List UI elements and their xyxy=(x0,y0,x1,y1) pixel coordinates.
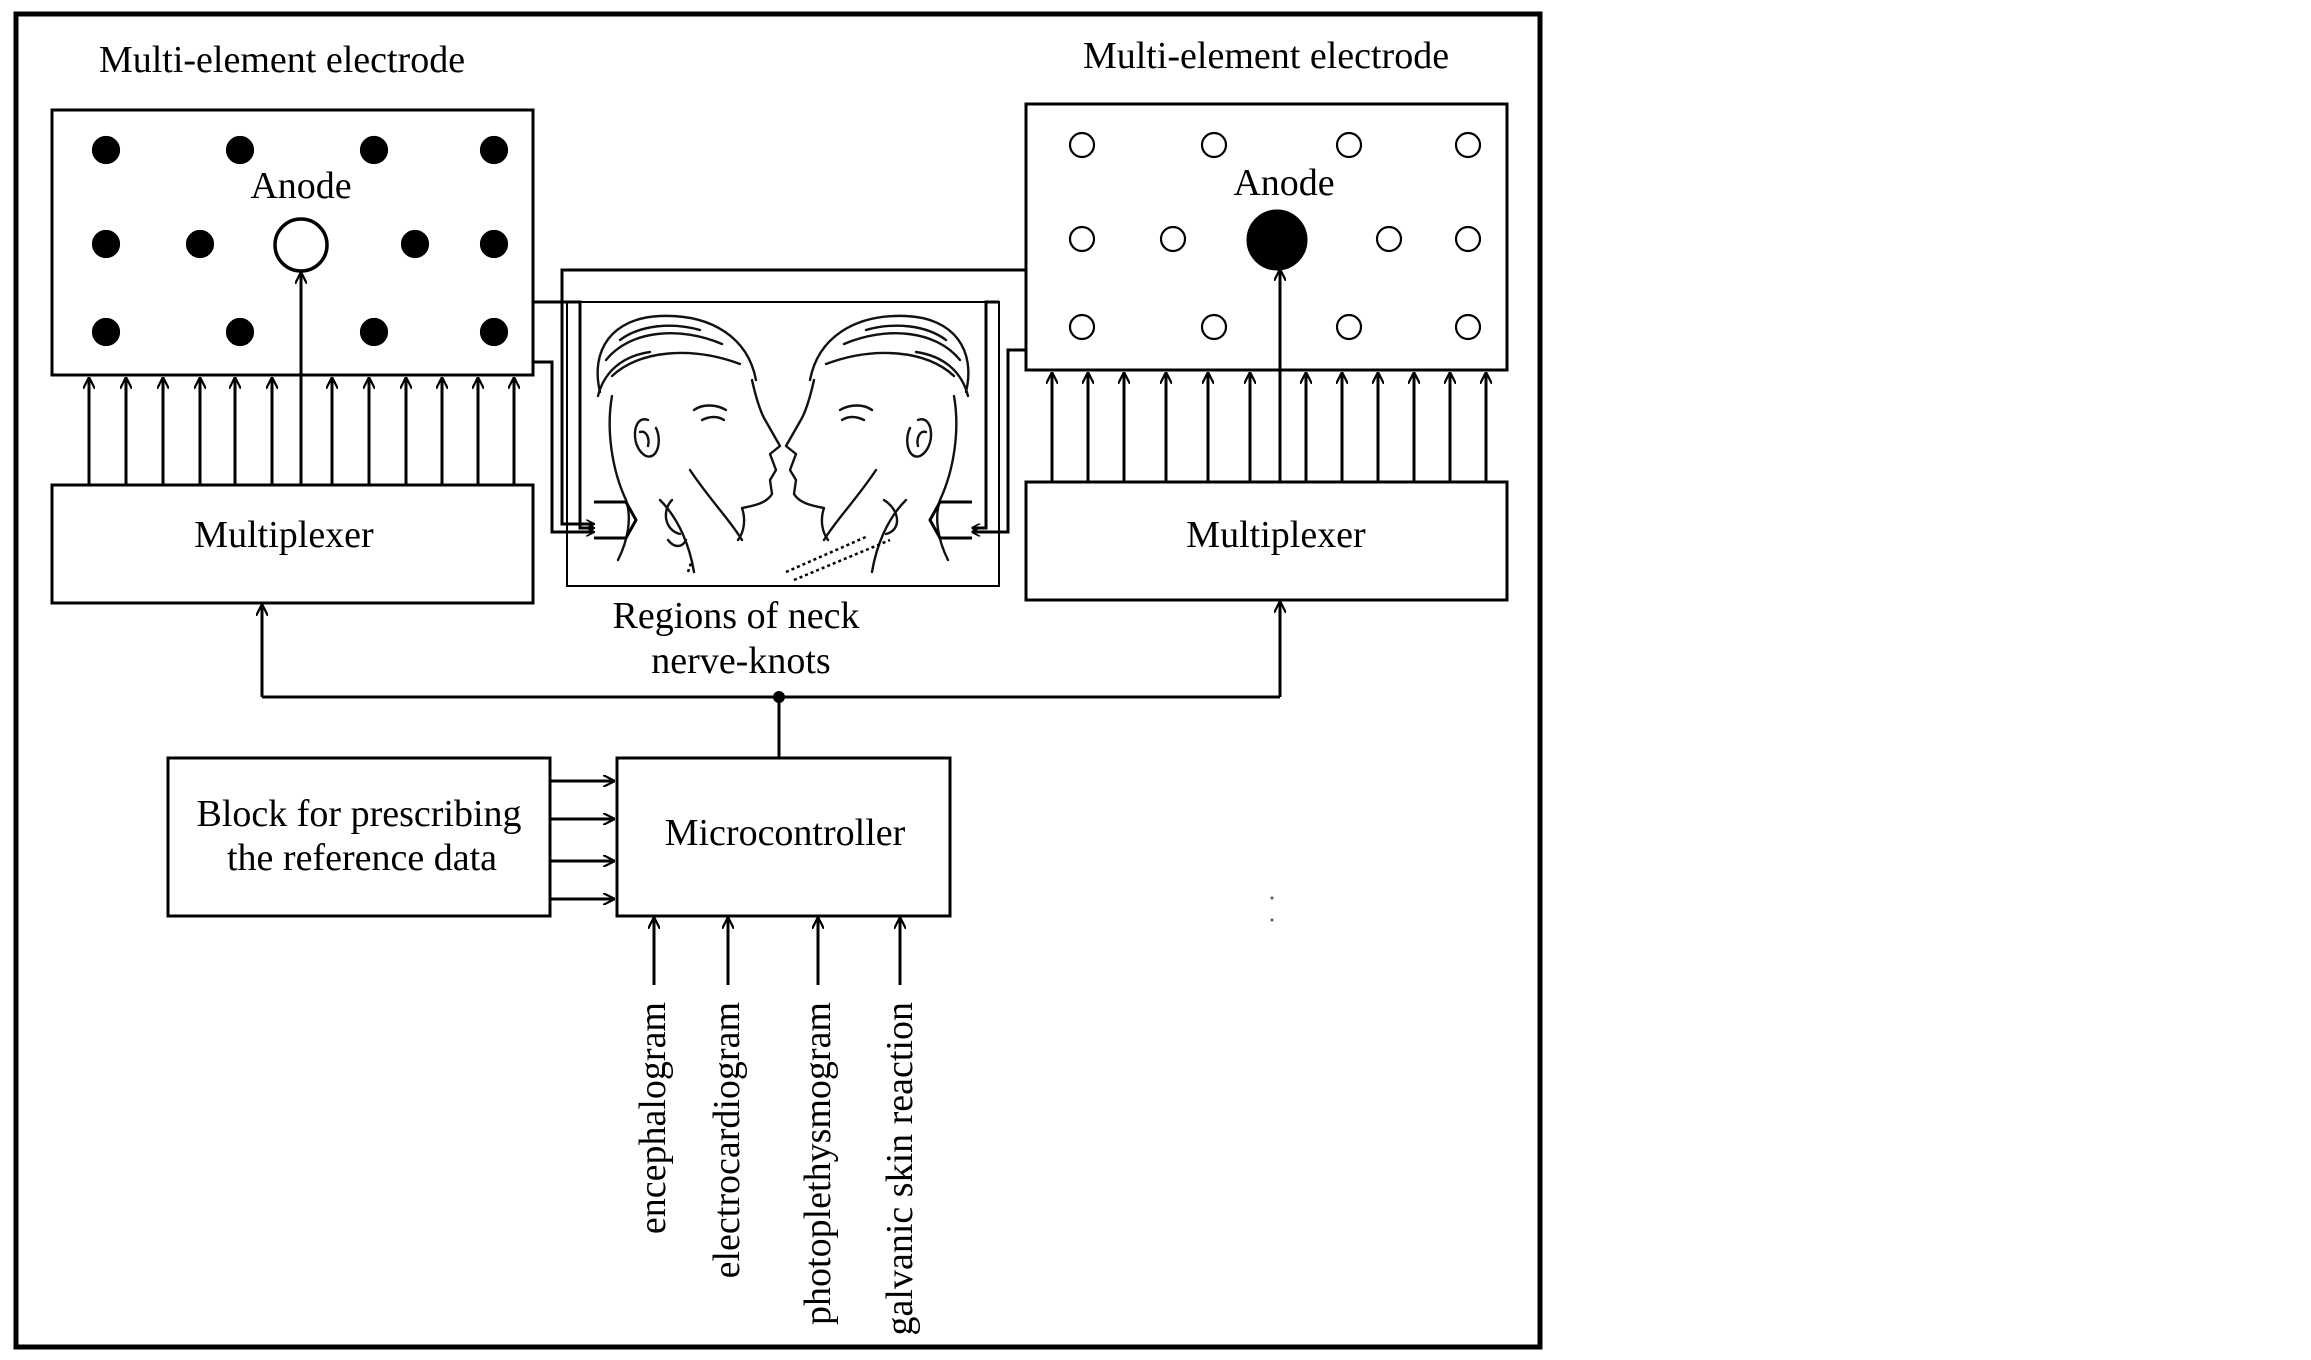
electrode-element-dot xyxy=(479,135,509,165)
input-label-galvanic-skin-reaction: galvanic skin reaction xyxy=(879,1002,921,1335)
electrode-element-dot xyxy=(359,135,389,165)
heads-illustration xyxy=(566,301,1000,587)
left-electrode-leads xyxy=(533,268,1026,540)
left-electrode-elements xyxy=(91,135,509,347)
electrode-element-dot xyxy=(1159,225,1187,253)
microcontroller-label: Microcontroller xyxy=(665,812,906,854)
electrode-element-dot xyxy=(1335,313,1363,341)
reference-to-microcontroller-arrows xyxy=(550,781,614,899)
electrode-element-dot xyxy=(1068,225,1096,253)
neck-regions-label-line1: Regions of neck xyxy=(613,595,860,637)
input-signal-arrows xyxy=(654,918,900,985)
electrode-element-dot xyxy=(1454,313,1482,341)
right-anode-label: Anode xyxy=(1233,162,1334,204)
reference-block-label-line2: the reference data xyxy=(227,837,497,879)
left-electrode-title: Multi-element electrode xyxy=(99,39,465,81)
control-bus xyxy=(262,602,1280,758)
neck-regions-label-line2: nerve-knots xyxy=(651,640,830,682)
electrode-element-dot xyxy=(1200,131,1228,159)
left-multiplexer-box xyxy=(50,483,535,605)
input-label-electrocardiogram: electrocardiogram xyxy=(706,1002,748,1278)
left-multiplexer-output-arrows xyxy=(89,273,514,485)
electrode-element-dot xyxy=(185,229,215,259)
electrode-element-dot xyxy=(359,317,389,347)
input-label-encephalogram: encephalogram xyxy=(632,1002,674,1234)
reference-block-box xyxy=(166,756,552,918)
electrode-element-dot xyxy=(91,317,121,347)
right-electrode-leads xyxy=(928,300,1026,540)
electrode-element-dot xyxy=(1200,313,1228,341)
speck xyxy=(1270,896,1274,900)
electrode-element-dot xyxy=(91,135,121,165)
left-multiplexer-label: Multiplexer xyxy=(194,514,374,556)
right-electrode-title: Multi-element electrode xyxy=(1083,35,1449,77)
electrode-element-dot xyxy=(479,229,509,259)
electrode-element-dot xyxy=(1375,225,1403,253)
electrode-element-dot xyxy=(1454,131,1482,159)
electrode-element-dot xyxy=(1454,225,1482,253)
electrode-element-dot xyxy=(225,317,255,347)
electrode-element-dot xyxy=(1335,131,1363,159)
right-multiplexer-box xyxy=(1024,480,1509,602)
electrode-element-dot xyxy=(400,229,430,259)
left-anode-label: Anode xyxy=(250,165,351,207)
right-anode-circle xyxy=(1246,209,1308,271)
input-label-photoplethysmogram: photoplethysmogram xyxy=(797,1002,839,1325)
right-electrode-elements xyxy=(1068,131,1482,341)
right-multiplexer-output-arrows xyxy=(1052,270,1486,482)
reference-block-label-line1: Block for prescribing xyxy=(196,793,521,835)
electrode-element-dot xyxy=(479,317,509,347)
speck xyxy=(1270,918,1274,922)
microcontroller-box xyxy=(615,756,952,918)
bus-junction-dot xyxy=(773,691,785,703)
outer-frame xyxy=(13,11,1543,1350)
left-face-icon xyxy=(596,314,782,574)
electrode-element-dot xyxy=(91,229,121,259)
electrode-element-dot xyxy=(225,135,255,165)
right-multiplexer-label: Multiplexer xyxy=(1186,514,1366,556)
electrode-element-dot xyxy=(1068,313,1096,341)
electrode-element-dot xyxy=(1068,131,1096,159)
left-electrode-box xyxy=(50,108,535,377)
left-anode-circle xyxy=(273,217,329,273)
